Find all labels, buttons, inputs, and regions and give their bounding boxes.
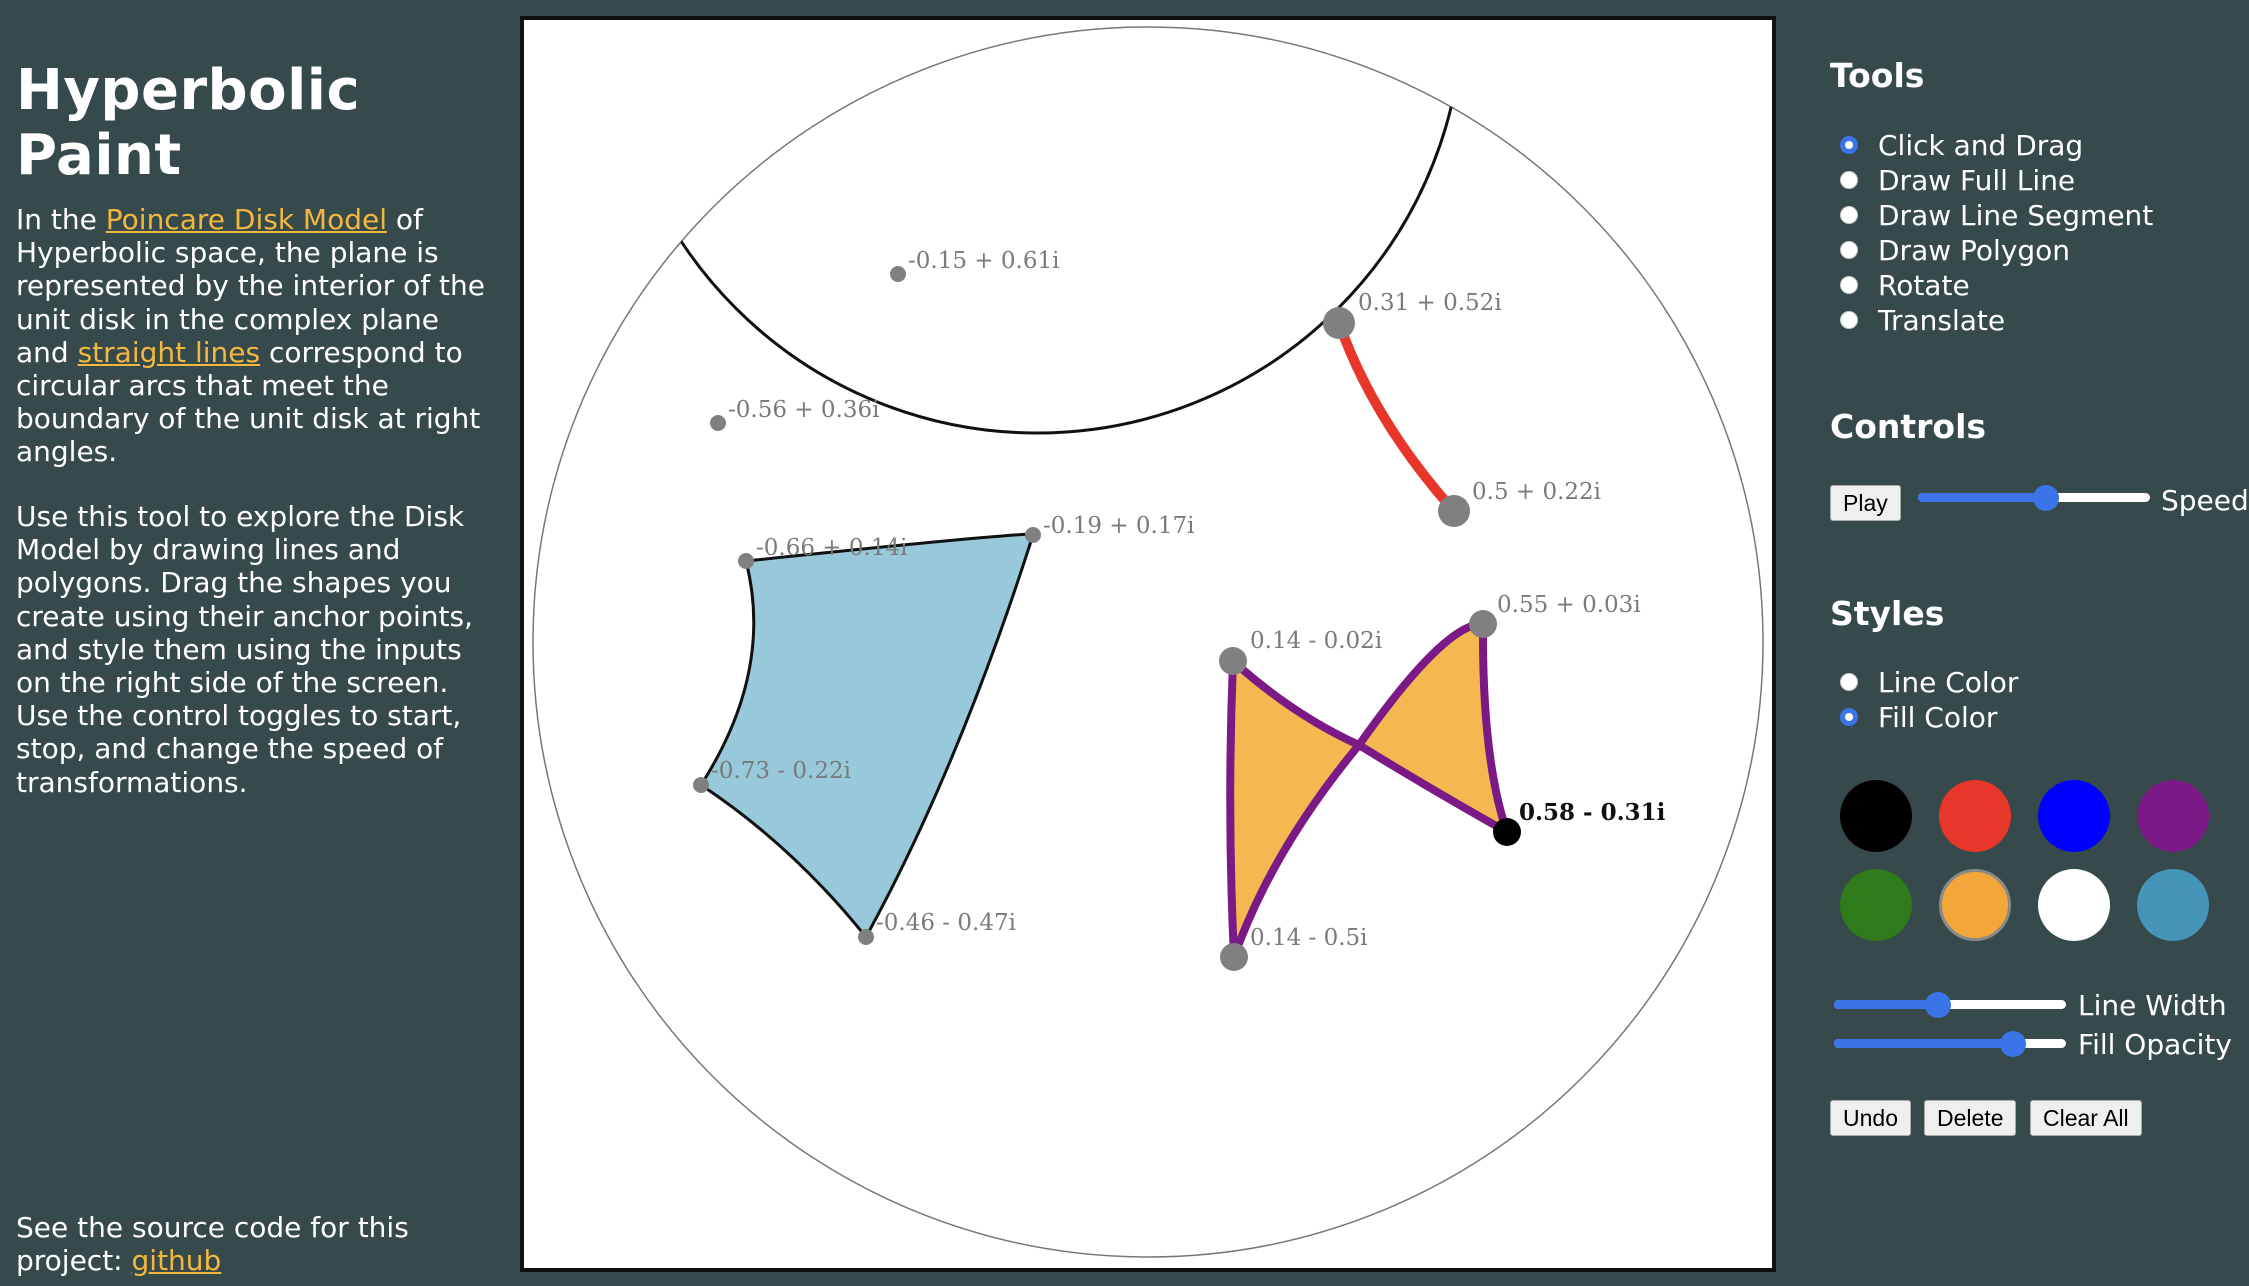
source-text: See the source code for this project: <box>16 1211 409 1278</box>
style-option-label: Fill Color <box>1878 700 1998 734</box>
radio-button[interactable] <box>1840 171 1858 189</box>
usage-paragraph: Use this tool to explore the Disk Model … <box>16 500 473 799</box>
anchor-point-active[interactable] <box>1493 818 1521 846</box>
tool-option-label: Draw Line Segment <box>1878 198 2154 232</box>
color-swatch[interactable] <box>1939 869 2011 941</box>
color-swatch[interactable] <box>2137 869 2209 941</box>
point-label: -0.73 - 0.22i <box>711 758 851 784</box>
anchor-point[interactable] <box>693 777 709 793</box>
color-swatch[interactable] <box>2137 780 2209 852</box>
slider-fill <box>1834 1000 1939 1009</box>
tool-option[interactable]: Draw Full Line <box>1840 163 2075 197</box>
anchor-point[interactable] <box>890 266 906 282</box>
anchor-point[interactable] <box>1438 495 1470 527</box>
tools-title: Tools <box>1830 56 1925 95</box>
point-label: -0.56 + 0.36i <box>728 397 879 423</box>
color-swatch[interactable] <box>1840 780 1912 852</box>
radio-button[interactable] <box>1840 673 1858 691</box>
tool-option-label: Draw Polygon <box>1878 233 2071 267</box>
point-label: -0.19 + 0.17i <box>1043 513 1194 539</box>
polygon-orange-right[interactable] <box>1355 619 1511 836</box>
poincare-disk-link[interactable]: Poincare Disk Model <box>105 203 387 236</box>
point-label: 0.55 + 0.03i <box>1497 592 1641 618</box>
point-label: 0.58 - 0.31i <box>1519 799 1666 826</box>
line-width-slider[interactable] <box>1834 992 2066 1018</box>
clear-all-button[interactable]: Clear All <box>2030 1100 2142 1136</box>
point-label: -0.66 + 0.14i <box>756 535 907 561</box>
play-button[interactable]: Play <box>1830 485 1901 521</box>
point-label: 0.31 + 0.52i <box>1358 290 1502 316</box>
slider-thumb[interactable] <box>1999 1031 2026 1057</box>
line-width-label: Line Width <box>2078 989 2227 1022</box>
anchor-point[interactable] <box>1323 307 1355 339</box>
radio-button[interactable] <box>1840 311 1858 329</box>
anchor-point[interactable] <box>1469 610 1497 638</box>
fill-opacity-label: Fill Opacity <box>2078 1028 2232 1061</box>
speed-label: Speed <box>2161 484 2249 517</box>
styles-title: Styles <box>1830 594 1945 633</box>
style-option[interactable]: Fill Color <box>1840 700 1997 734</box>
tool-option[interactable]: Translate <box>1840 303 2005 337</box>
style-option[interactable]: Line Color <box>1840 665 2018 699</box>
anchor-point[interactable] <box>738 553 754 569</box>
intro-text: correspond to circular arcs that meet th… <box>16 335 481 469</box>
intro-text: of Hyperbolic space, the plane is repres… <box>16 203 485 369</box>
point-label: 0.14 - 0.02i <box>1250 628 1382 654</box>
anchor-point[interactable] <box>710 415 726 431</box>
slider-thumb[interactable] <box>1925 992 1952 1018</box>
color-swatch[interactable] <box>1840 869 1912 941</box>
slider-fill <box>1834 1039 2013 1048</box>
source-paragraph: See the source code for this project: gi… <box>16 1211 486 1277</box>
slider-fill <box>1918 493 2046 502</box>
point-label: -0.15 + 0.61i <box>908 248 1059 274</box>
drawing-canvas[interactable]: -0.15 + 0.61i -0.56 + 0.36i 0.31 + 0.52i… <box>520 16 1776 1272</box>
straight-lines-link[interactable]: straight lines <box>77 335 261 369</box>
anchor-point[interactable] <box>858 929 874 945</box>
radio-button[interactable] <box>1840 241 1858 259</box>
tool-option-label: Draw Full Line <box>1878 163 2076 197</box>
anchor-point[interactable] <box>1220 943 1248 971</box>
tool-option[interactable]: Click and Drag <box>1840 128 2083 162</box>
radio-button[interactable] <box>1840 206 1858 224</box>
tool-option[interactable]: Rotate <box>1840 268 1970 302</box>
color-swatch[interactable] <box>1939 780 2011 852</box>
style-option-label: Line Color <box>1878 665 2019 699</box>
undo-button[interactable]: Undo <box>1830 1100 1911 1136</box>
color-swatch[interactable] <box>2038 780 2110 852</box>
radio-button[interactable] <box>1840 708 1858 726</box>
page-title: Hyperbolic Paint <box>16 58 361 188</box>
line-segment[interactable] <box>1334 318 1459 516</box>
polygon-orange-left[interactable] <box>1226 657 1363 961</box>
full-line[interactable] <box>609 20 1465 435</box>
tool-option[interactable]: Draw Polygon <box>1840 233 2070 267</box>
anchor-point[interactable] <box>1025 527 1041 543</box>
fill-opacity-slider[interactable] <box>1834 1031 2066 1057</box>
intro-paragraph: In the Poincare Disk Model of Hyperbolic… <box>16 203 486 469</box>
color-swatch[interactable] <box>2038 869 2110 941</box>
tool-option[interactable]: Draw Line Segment <box>1840 198 2153 232</box>
poincare-disk-svg[interactable]: -0.15 + 0.61i -0.56 + 0.36i 0.31 + 0.52i… <box>524 20 1772 1268</box>
tool-option-label: Translate <box>1878 303 2006 337</box>
delete-button[interactable]: Delete <box>1924 1100 2017 1136</box>
intro-text: In the <box>16 203 106 236</box>
github-link[interactable]: github <box>131 1244 222 1278</box>
tool-option-label: Rotate <box>1878 268 1970 302</box>
speed-slider[interactable] <box>1918 485 2150 511</box>
point-label: 0.14 - 0.5i <box>1250 925 1368 951</box>
radio-button[interactable] <box>1840 276 1858 294</box>
info-panel: Hyperbolic Paint In the Poincare Disk Mo… <box>16 0 486 1286</box>
radio-button[interactable] <box>1840 136 1858 154</box>
point-label: -0.46 - 0.47i <box>876 910 1016 936</box>
tool-option-label: Click and Drag <box>1878 128 2084 162</box>
slider-thumb[interactable] <box>2032 485 2059 511</box>
anchor-point[interactable] <box>1219 647 1247 675</box>
point-label: 0.5 + 0.22i <box>1472 479 1601 505</box>
controls-title: Controls <box>1830 407 1987 446</box>
polygon-blue[interactable] <box>698 532 1035 940</box>
unit-disk-boundary <box>532 26 1764 1258</box>
